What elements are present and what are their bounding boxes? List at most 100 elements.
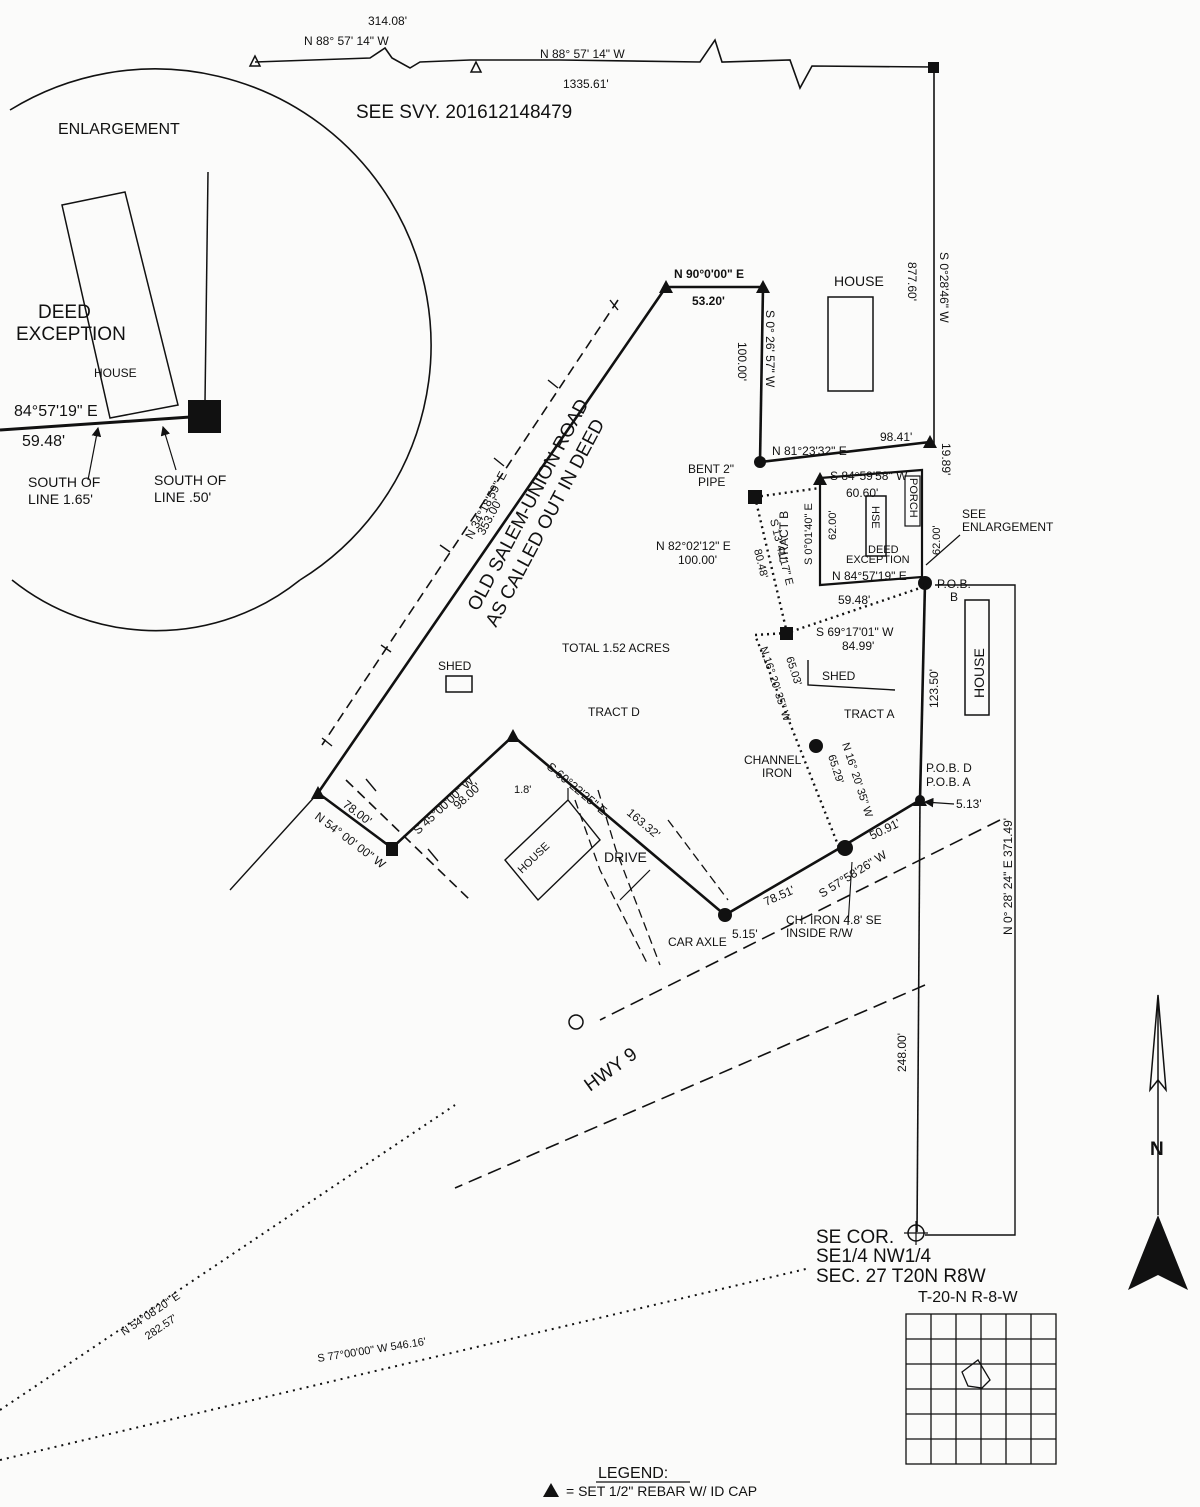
porch-label: PORCH — [907, 478, 919, 518]
grid-title: T-20-N R-8-W — [918, 1289, 1018, 1306]
south-of-line-1-val: LINE 1.65' — [28, 491, 93, 507]
se-cor-3: SEC. 27 T20N R8W — [816, 1266, 986, 1287]
legend-title: LEGEND: — [598, 1465, 668, 1482]
distance-1989: 19.89' — [939, 443, 953, 475]
interior-dotted-line — [754, 486, 821, 499]
porch-outline — [904, 475, 921, 527]
bearing-n0028: N 0° 28' 24" E 371.49' — [1001, 818, 1015, 935]
north-boundary-line — [254, 38, 935, 90]
tract-a-label: TRACT A — [844, 707, 894, 721]
enlarge-house: HOUSE — [94, 366, 137, 380]
distance-6200b: 62.00' — [931, 525, 943, 555]
bent-pipe-2: PIPE — [698, 475, 725, 489]
car-axle-label: CAR AXLE — [668, 935, 727, 949]
bearing-s028: S 0°28'46" W — [937, 252, 951, 323]
set-rebar-icon — [659, 280, 673, 293]
tract-d-boundary — [316, 286, 921, 917]
found-monument-icon — [469, 60, 483, 73]
legend-item-1: = SET 1/2" REBAR W/ ID CAP — [566, 1483, 757, 1499]
bearing-n8202: N 82°02'12" E — [656, 539, 731, 553]
bent-pipe-1: BENT 2" — [688, 462, 734, 476]
bent-pipe-icon — [748, 490, 762, 504]
house-right-outline — [964, 599, 990, 716]
house-top-outline — [827, 296, 874, 392]
distance-100a: 100.00' — [735, 342, 749, 381]
deed-exc-1: DEED — [868, 544, 899, 556]
enlargement-circle — [9, 68, 432, 581]
house-right-label: HOUSE — [971, 648, 987, 698]
pob-d-label: P.O.B. D — [926, 761, 972, 775]
distance-877: 877.60' — [905, 262, 919, 301]
found-monument-icon — [780, 627, 793, 640]
hwy-row-north — [599, 819, 1001, 1021]
old-road-line — [321, 299, 619, 746]
enlarge-exception: EXCEPTION — [16, 324, 126, 345]
enlargement-house-outline — [61, 191, 179, 419]
set-rebar-icon — [506, 729, 520, 742]
house-tract-d-outline — [504, 798, 601, 902]
top-length: 1335.61' — [563, 77, 609, 91]
enlarge-deed: DEED — [38, 302, 91, 323]
enlarge-distance: 59.48' — [22, 433, 65, 450]
north-label: N — [1150, 1139, 1164, 1160]
distance-12350: 123.50' — [927, 669, 941, 708]
distance-6529: 65.29' — [825, 753, 846, 785]
enlargement-title: ENLARGEMENT — [58, 121, 180, 138]
tract-d-label: TRACT D — [588, 705, 640, 719]
bearing-s6917: S 69°17'01" W — [816, 625, 894, 639]
road-label-2: AS CALLED OUT IN DEED — [482, 416, 609, 631]
channel-iron-icon — [809, 739, 823, 753]
channel-iron-2: IRON — [762, 766, 792, 780]
distance-513: 5.13' — [956, 797, 982, 811]
deed-exc-2: EXCEPTION — [846, 554, 910, 566]
ch-iron-1: CH. IRON 4.8' SE — [786, 913, 882, 927]
pob-a-label: P.O.B. A — [926, 775, 970, 789]
house-top-label: HOUSE — [834, 273, 884, 289]
set-rebar-icon — [311, 786, 325, 799]
distance-24800: 248.00' — [895, 1033, 909, 1072]
channel-iron-1: CHANNEL — [744, 753, 802, 767]
distance-5320: 53.20' — [692, 294, 725, 308]
drive-label: DRIVE — [604, 849, 647, 865]
total-acres: TOTAL 1.52 ACRES — [562, 641, 670, 655]
bearing-s0140: S 0°01'40" E — [803, 503, 815, 565]
ch-iron-2: INSIDE R/W — [786, 926, 853, 940]
hwy-row-south — [454, 984, 926, 1189]
distance-100b: 100.00' — [678, 553, 717, 567]
drive-line — [574, 799, 649, 966]
see-enlargement-2: ENLARGEMENT — [962, 520, 1054, 534]
see-survey-note: SEE SVY. 201612148479 — [356, 102, 572, 123]
township-grid — [905, 1313, 1057, 1465]
hse-outline — [865, 495, 887, 557]
found-iron-icon — [754, 456, 766, 468]
utility-pole-icon — [568, 1014, 584, 1030]
distance-6200a: 62.00' — [827, 510, 839, 540]
section-line — [916, 799, 921, 1233]
found-monument-icon — [248, 54, 262, 67]
top-bearing-left: N 88° 57' 14" W — [304, 34, 389, 48]
shed-right-outline — [807, 660, 896, 691]
south-of-line-2-val: LINE .50' — [154, 489, 211, 505]
hwy-label: HWY 9 — [581, 1044, 642, 1096]
pob-b-label: P.O.B. — [937, 577, 971, 591]
distance-7851: 78.51' — [762, 883, 797, 909]
shed-left-label: SHED — [438, 659, 472, 673]
bearing-s7700: S 77°00'00" W 546.16' — [317, 1336, 427, 1365]
top-distance: 314.08' — [368, 14, 407, 28]
hse-label: HSE — [869, 506, 881, 529]
south-of-line-1: SOUTH OF — [28, 474, 100, 490]
enlarge-monument-icon — [188, 400, 221, 433]
top-bearing-right: N 88° 57' 14" W — [540, 47, 625, 61]
house-tract-d-label: HOUSE — [516, 840, 552, 876]
tie-line-1 — [0, 1104, 456, 1411]
set-rebar-icon — [756, 280, 770, 293]
found-iron-icon — [718, 908, 732, 922]
tract-b-label: TRACT B — [777, 511, 791, 562]
tract-a-east-line — [918, 582, 927, 801]
distance-5948: 59.48' — [838, 593, 870, 607]
se-cor-1: SE COR. — [816, 1227, 894, 1248]
shed-right-label: SHED — [822, 669, 856, 683]
set-rebar-icon — [923, 435, 937, 448]
